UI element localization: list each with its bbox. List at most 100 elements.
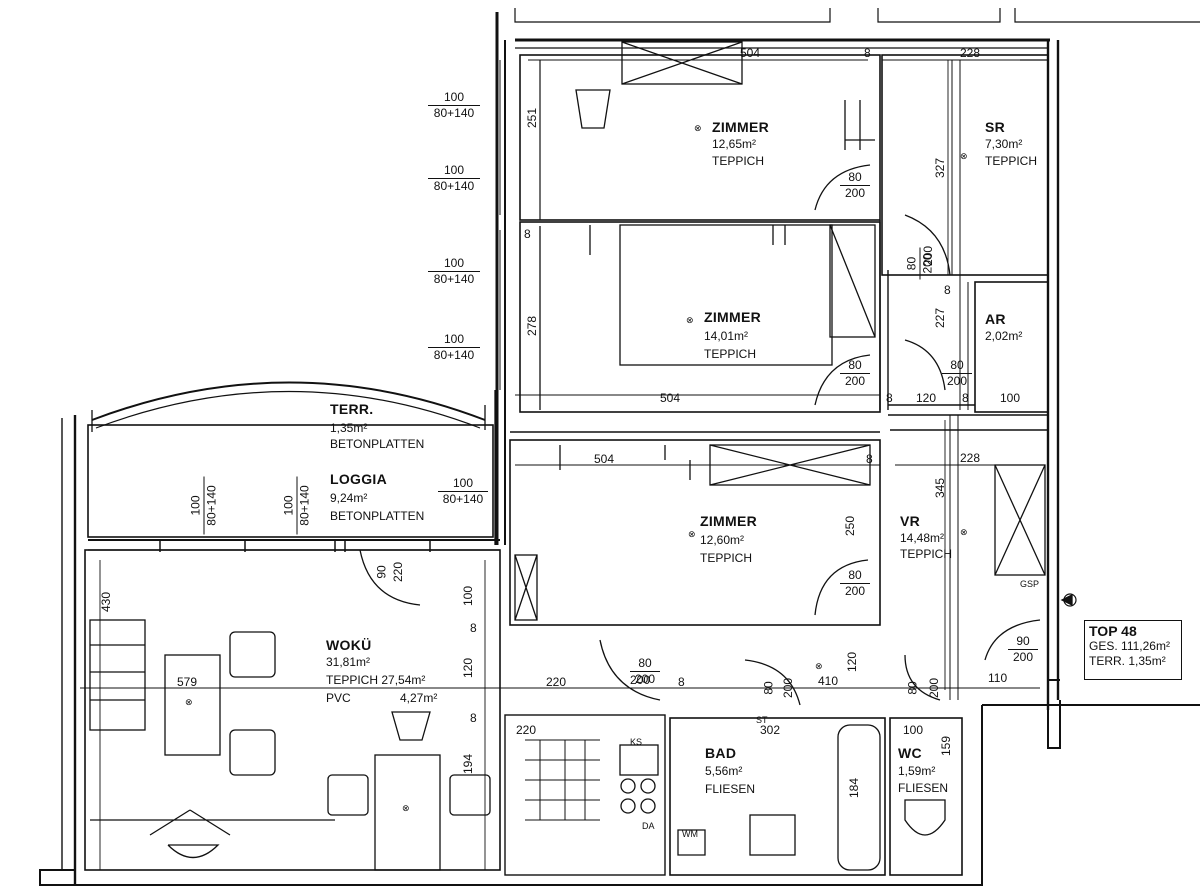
room-floor-zimmer-3: TEPPICH [700, 551, 753, 565]
dimension-label: 8 [962, 391, 969, 405]
room-name-zimmer-1: ZIMMER [712, 119, 770, 135]
room-floor-wokue: TEPPICH 27,54m² [326, 673, 426, 687]
room-area-zimmer-3: 12,60m² [700, 533, 745, 547]
room-center-mark: ⊗ [402, 803, 410, 813]
room-center-mark: ⊗ [688, 529, 696, 539]
unit-title: TOP 48 [1089, 623, 1137, 639]
room-area-wc: 1,59m² [898, 764, 936, 778]
fixture-label-wm: WM [682, 829, 698, 839]
dimension-label: 220 [546, 675, 567, 689]
room-area-ar: 2,02m² [985, 329, 1023, 343]
dimension-label: 200 [927, 677, 942, 699]
dimension-label: 120 [916, 391, 937, 405]
dimension-label: 8 [886, 391, 893, 405]
dimension-label: 120 [845, 651, 860, 673]
unit-total-area: GES. 111,26m² [1089, 639, 1170, 653]
dimension-label: 228 [960, 451, 981, 465]
room-floor-vr: TEPPICH [900, 547, 953, 561]
dimension-label: 80 [905, 681, 920, 695]
room-center-mark: ⊗ [686, 315, 694, 325]
dimension-label: 8 [470, 621, 477, 635]
dimension-label: 200 [630, 673, 651, 687]
room-center-mark: ⊗ [960, 151, 968, 161]
room-name-wokue: WOKÜ [326, 637, 372, 653]
room-floor-terr: BETONPLATTEN [330, 437, 425, 451]
dimension-label: 159 [939, 735, 954, 757]
room-area-bad: 5,56m² [705, 764, 743, 778]
fixture-label-ks: KS [630, 737, 643, 747]
room-center-mark: ⊗ [185, 697, 193, 707]
dimension-label: 8 [470, 711, 477, 725]
dimension-label: 250 [843, 515, 858, 537]
dimension-label: 120 [461, 657, 476, 679]
room-name-sr: SR [985, 119, 1006, 135]
room-center-mark: ⊗ [815, 661, 823, 671]
dimension-label: 228 [960, 46, 981, 60]
room-area-zimmer-1: 12,65m² [712, 137, 757, 151]
dimension-label: 410 [818, 674, 839, 688]
room-floor-wc: FLIESEN [898, 781, 949, 795]
dimension-label: 8 [866, 452, 873, 466]
room-area-wokue: 31,81m² [326, 655, 371, 669]
room-floor-bad: FLIESEN [705, 782, 756, 796]
dimension-label: 8 [678, 675, 685, 689]
dimension-label: 80 [761, 681, 776, 695]
unit-terrace-area: TERR. 1,35m² [1089, 654, 1166, 668]
dimension-label: 194 [461, 753, 476, 775]
dimension-label: 100 [461, 585, 476, 607]
room-name-zimmer-2: ZIMMER [704, 309, 762, 325]
dimension-label: 220 [516, 723, 537, 737]
dimension-label: 100 [1000, 391, 1021, 405]
dimension-label: 200 [921, 245, 936, 267]
room-area-sr: 7,30m² [985, 137, 1023, 151]
dimension-label: 200 [781, 677, 796, 699]
fixture-label-gsp: GSP [1020, 579, 1040, 589]
dimension-label: 8 [524, 227, 531, 241]
room-center-mark: ⊗ [960, 527, 968, 537]
dimension-label: 345 [933, 477, 948, 499]
room-floor-zimmer-1: TEPPICH [712, 154, 765, 168]
dimension-label: 8 [944, 283, 951, 297]
dimension-label: 504 [660, 391, 681, 405]
dimension-label: 100 [903, 723, 924, 737]
room-area-vr: 14,48m² [900, 531, 945, 545]
room-name-bad: BAD [705, 745, 737, 761]
dimension-label: 278 [525, 315, 540, 337]
dimension-label: 579 [177, 675, 198, 689]
room-area2-wokue: 4,27m² [400, 691, 438, 705]
room-floor-sr: TEPPICH [985, 154, 1038, 168]
room-floor2-wokue: PVC [326, 691, 351, 705]
room-name-ar: AR [985, 311, 1006, 327]
dimension-label: 504 [740, 46, 761, 60]
dimension-label: 227 [933, 307, 948, 329]
dimension-label: 90 [374, 565, 389, 579]
dimension-label: 430 [99, 591, 114, 613]
dimension-label: 251 [525, 107, 540, 129]
unit-summary-box: TOP 48 GES. 111,26m² TERR. 1,35m² [1084, 620, 1182, 680]
room-floor-zimmer-2: TEPPICH [704, 347, 757, 361]
dimension-label: 220 [391, 561, 406, 583]
fixture-label-da: DA [642, 821, 655, 831]
room-area-terr: 1,35m² [330, 421, 368, 435]
room-area-zimmer-2: 14,01m² [704, 329, 749, 343]
dimension-label: 327 [933, 157, 948, 179]
dimension-label: 184 [847, 777, 862, 799]
room-center-mark: ⊗ [694, 123, 702, 133]
room-name-vr: VR [900, 513, 921, 529]
room-name-wc: WC [898, 745, 922, 761]
